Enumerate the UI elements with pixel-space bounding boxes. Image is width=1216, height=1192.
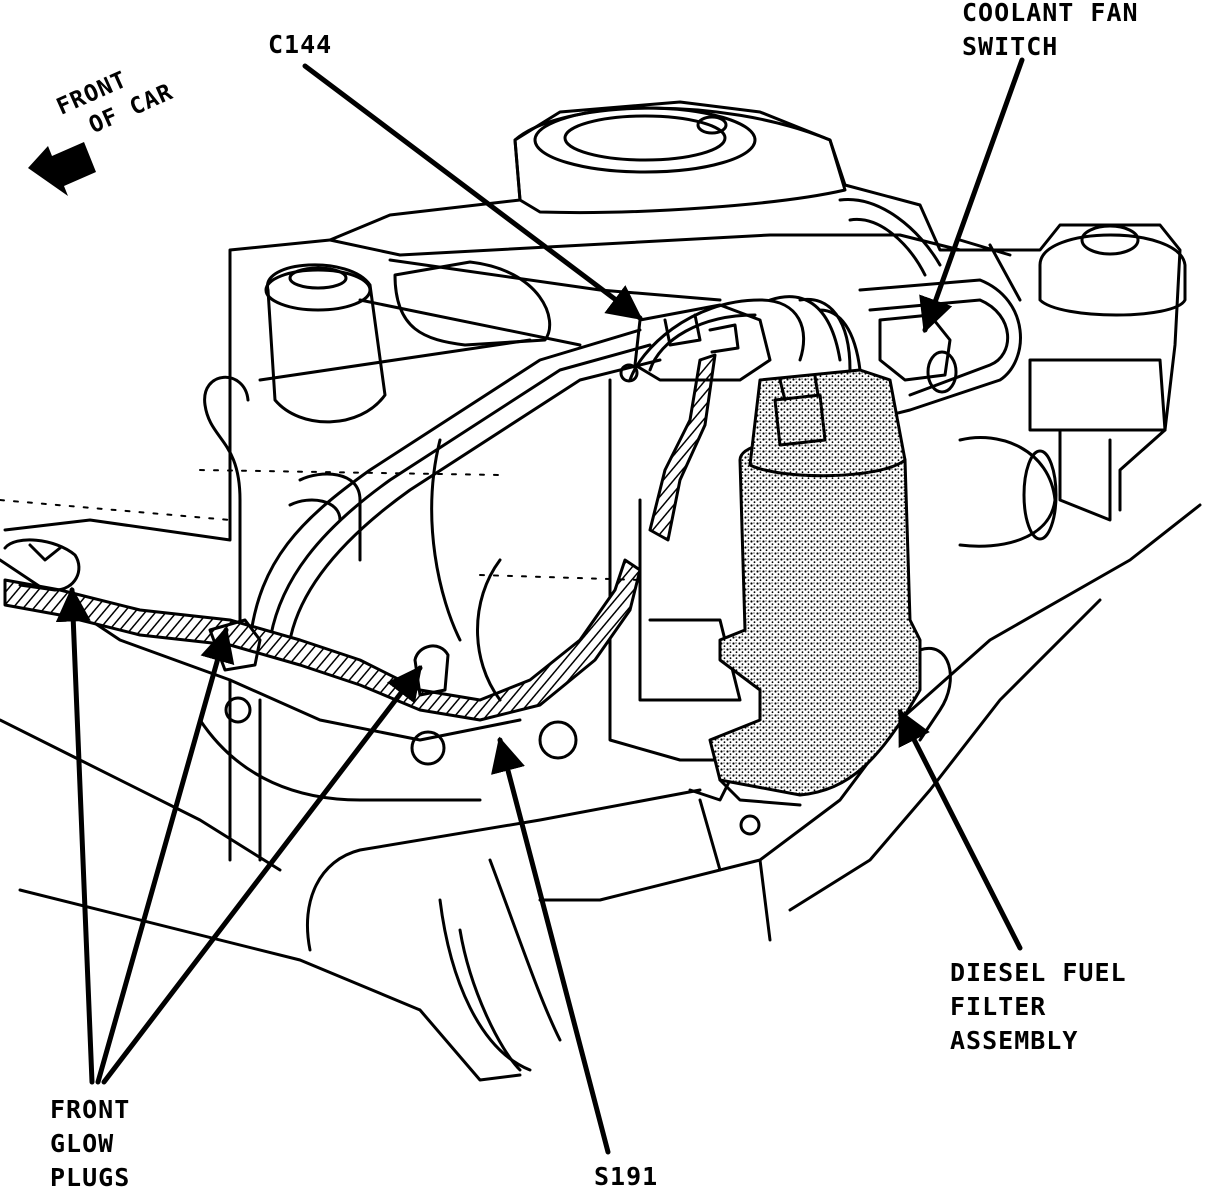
label-c144: C144 (268, 30, 333, 59)
arrow-glow-plug-2 (95, 626, 235, 1085)
arrow-c144 (302, 63, 643, 321)
label-s191: S191 (594, 1162, 659, 1191)
glow-plug-connector-right (413, 644, 450, 697)
coolant-pipe (858, 278, 1022, 422)
bolt (410, 730, 446, 766)
label-filter-line-2: FILTER (950, 992, 1047, 1021)
hose-outlet (958, 436, 1057, 548)
front-of-car-arrow (28, 142, 96, 196)
exhaust-manifold (18, 788, 702, 1082)
fuel-filter-body (708, 436, 922, 797)
egr-valve (1038, 233, 1187, 317)
fuel-filter-head (748, 368, 907, 478)
label-glow-line-1: FRONT (50, 1095, 131, 1124)
intake-port (533, 106, 757, 174)
label-diesel-fuel-filter: DIESEL FUEL FILTER ASSEMBLY (950, 956, 1127, 1058)
label-coolant-line-1: COOLANT FAN (962, 0, 1139, 27)
label-filter-line-3: ASSEMBLY (950, 1026, 1079, 1055)
harness-riser (648, 353, 717, 542)
wiring-harness (3, 558, 642, 722)
label-front-glow-plugs: FRONT GLOW PLUGS (50, 1093, 130, 1192)
label-coolant-fan-switch: COOLANT FAN SWITCH (962, 0, 1139, 64)
dipstick (203, 375, 250, 622)
arrow-glow-plug-1 (55, 586, 95, 1085)
label-filter-line-1: DIESEL FUEL (950, 958, 1127, 987)
connector-c144 (633, 303, 772, 382)
oil-filler (266, 263, 387, 424)
canister (393, 260, 552, 347)
fuel-lines (248, 328, 662, 642)
arrow-glow-plug-3 (101, 665, 423, 1085)
arrow-diesel-fuel-filter (897, 708, 1023, 951)
label-glow-line-2: GLOW (50, 1129, 115, 1158)
arrow-coolant-fan-switch (919, 57, 1025, 334)
label-coolant-line-2: SWITCH (962, 32, 1059, 61)
upper-hose (838, 198, 942, 277)
manifold-outline (0, 558, 522, 872)
label-glow-line-3: PLUGS (50, 1163, 131, 1192)
coolant-fan-switch (878, 313, 952, 382)
arrow-s191 (491, 736, 611, 1155)
